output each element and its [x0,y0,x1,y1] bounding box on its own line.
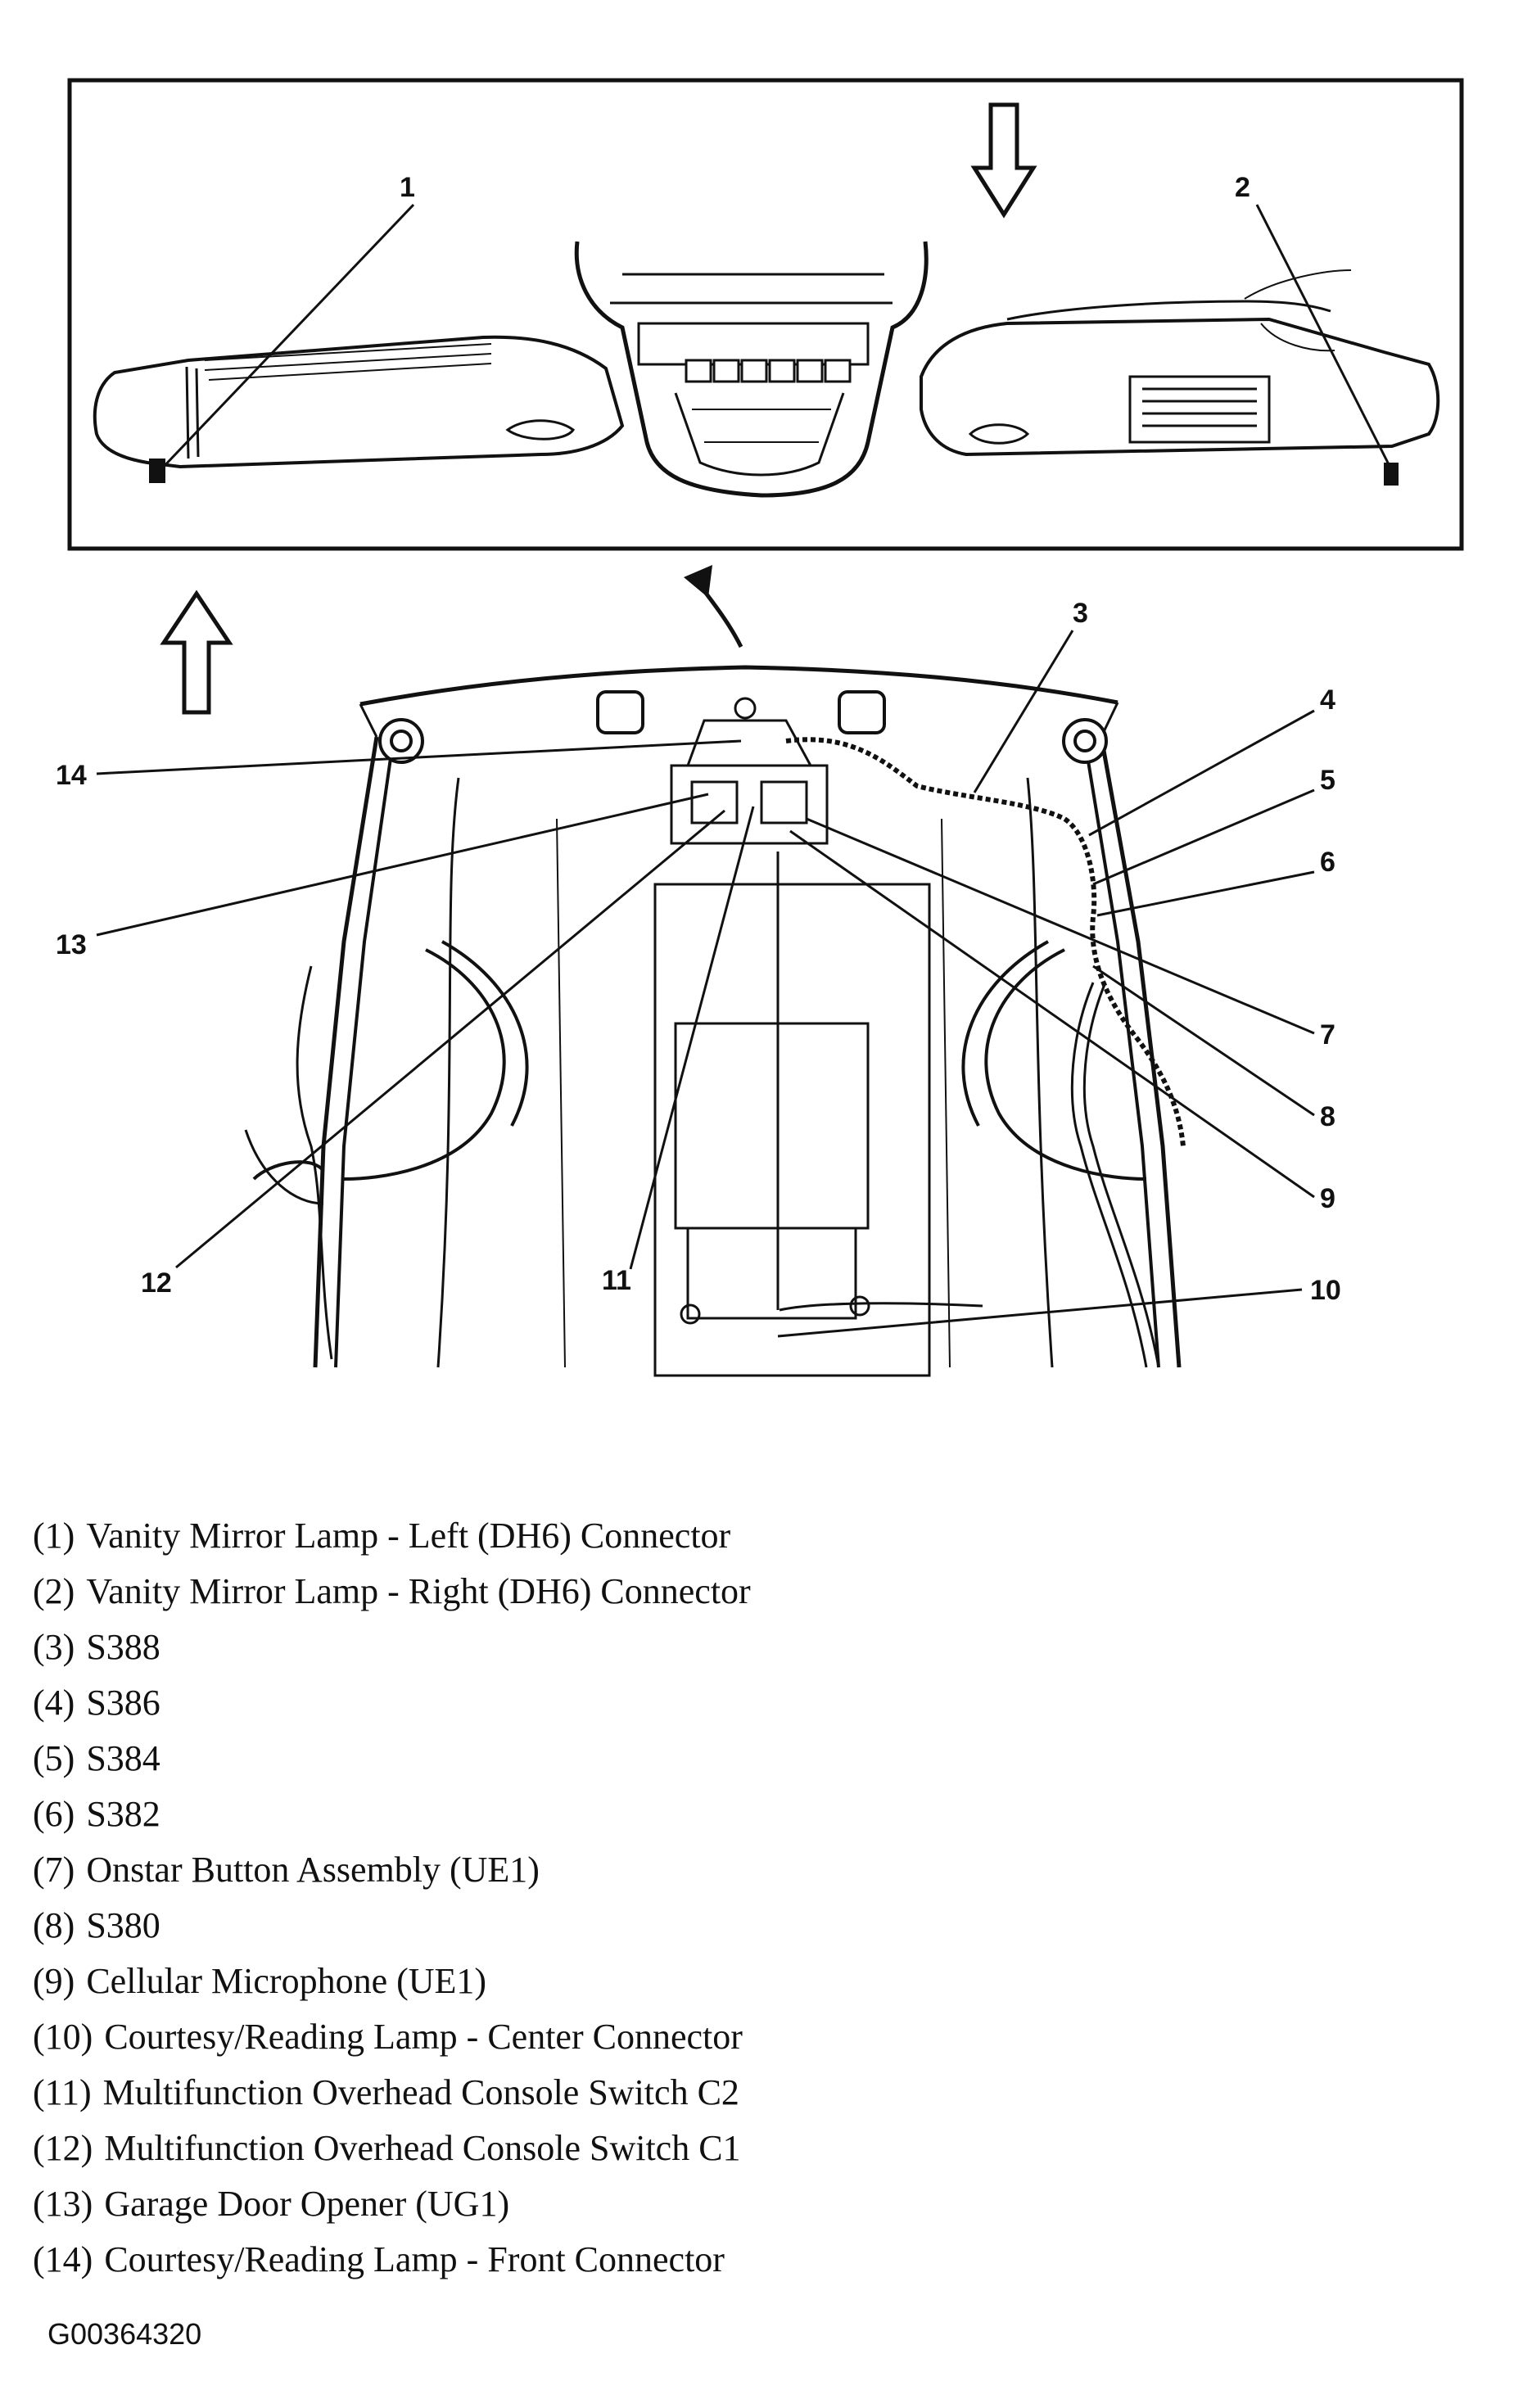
callout-5: 5 [1320,765,1335,796]
up-arrow-icon [160,590,233,715]
legend-number: (3) [33,1627,75,1667]
component-legend: (1) Vanity Mirror Lamp - Left (DH6) Conne… [33,1508,751,2288]
legend-item: (2) Vanity Mirror Lamp - Right (DH6) Conn… [33,1564,751,1620]
legend-number: (5) [33,1738,75,1778]
callout-2: 2 [1235,172,1250,203]
figure-id: G00364320 [47,2317,202,2351]
legend-number: (10) [33,2017,93,2057]
legend-item: (12) Multifunction Overhead Console Switc… [33,2121,751,2176]
legend-item: (1) Vanity Mirror Lamp - Left (DH6) Conne… [33,1508,751,1564]
legend-item: (7) Onstar Button Assembly (UE1) [33,1842,751,1898]
left-visor-section [93,335,625,483]
legend-text: Multifunction Overhead Console Switch C2 [102,2072,739,2112]
callout-14: 14 [56,760,87,791]
legend-item: (6) S382 [33,1787,751,1842]
callout-6: 6 [1320,847,1335,878]
legend-number: (12) [33,2128,93,2168]
legend-number: (9) [33,1961,75,2001]
center-console-section [574,241,929,498]
callout-8: 8 [1320,1101,1335,1132]
legend-text: Courtesy/Reading Lamp - Front Connector [104,2239,725,2279]
legend-text: S388 [86,1627,160,1667]
down-arrow-icon [970,102,1037,219]
legend-number: (4) [33,1683,75,1723]
legend-item: (3) S388 [33,1620,751,1675]
legend-item: (14) Courtesy/Reading Lamp - Front Connec… [33,2232,751,2288]
legend-text: Multifunction Overhead Console Switch C1 [104,2128,741,2168]
leader-lines [96,630,1315,1338]
legend-number: (7) [33,1850,75,1890]
legend-number: (13) [33,2184,93,2224]
callout-13: 13 [56,929,87,960]
legend-item: (11)Multifunction Overhead Console Switc… [33,2065,751,2121]
legend-text: Courtesy/Reading Lamp - Center Connector [104,2017,743,2057]
legend-item: (13) Garage Door Opener (UG1) [33,2176,751,2232]
legend-item: (9) Cellular Microphone (UE1) [33,1954,751,2009]
callout-7: 7 [1320,1019,1335,1050]
right-visor-section [920,269,1440,486]
legend-item: (5) S384 [33,1731,751,1787]
callout-3: 3 [1073,598,1088,629]
legend-number: (6) [33,1794,75,1834]
detail-inset-frame [67,78,1464,551]
legend-item: (8) S380 [33,1898,751,1954]
headliner-view [244,665,1186,1377]
legend-text: S382 [86,1794,160,1834]
legend-text: Vanity Mirror Lamp - Left (DH6) Connecto… [86,1516,731,1556]
legend-number: (8) [33,1905,75,1945]
legend-text: S380 [86,1905,160,1945]
callout-1: 1 [400,172,415,203]
legend-text: S384 [86,1738,160,1778]
legend-text: S386 [86,1683,160,1723]
legend-number: (11) [33,2072,92,2112]
legend-text: Cellular Microphone (UE1) [86,1961,487,2001]
callout-11: 11 [602,1265,631,1296]
legend-text: Garage Door Opener (UG1) [104,2184,510,2224]
callout-12: 12 [141,1267,172,1299]
curved-arrow-icon [684,565,743,648]
legend-text: Vanity Mirror Lamp - Right (DH6) Connect… [86,1571,751,1611]
callout-4: 4 [1320,684,1335,716]
legend-item: (4) S386 [33,1675,751,1731]
legend-item: (10) Courtesy/Reading Lamp - Center Conne… [33,2009,751,2065]
overhead-console-diagram: 1 2 [56,78,1464,1377]
legend-number: (2) [33,1571,75,1611]
legend-number: (14) [33,2239,93,2279]
callout-10: 10 [1310,1275,1341,1306]
legend-number: (1) [33,1516,75,1556]
callout-9: 9 [1320,1183,1335,1214]
legend-text: Onstar Button Assembly (UE1) [86,1850,540,1890]
